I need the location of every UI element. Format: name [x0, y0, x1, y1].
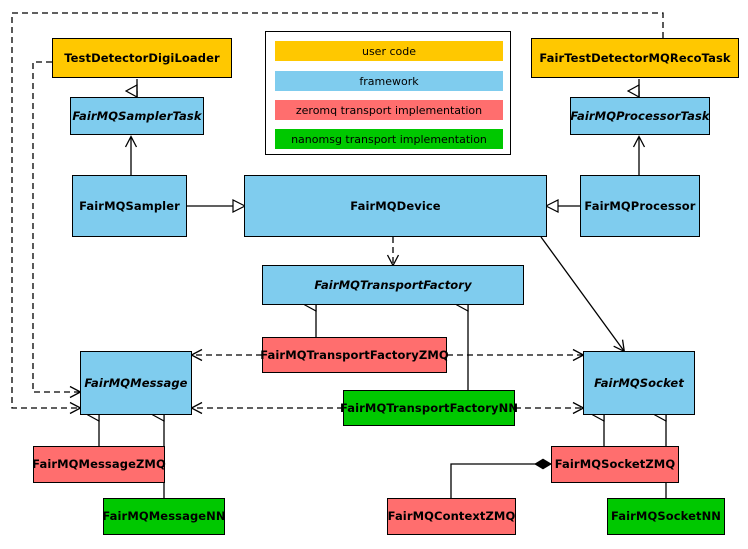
class-node-fairmqcontextzmq[interactable]: FairMQContextZMQ: [387, 498, 516, 535]
class-node-fairtestdetectormqrecotask[interactable]: FairTestDetectorMQRecoTask: [531, 38, 739, 78]
class-node-fairmqtransportfactory[interactable]: FairMQTransportFactory: [262, 265, 524, 305]
legend-item-framework: framework: [275, 71, 503, 91]
legend-item-nanomsg: nanomsg transport implementation: [275, 129, 503, 149]
class-node-fairmqsocket[interactable]: FairMQSocket: [583, 351, 695, 415]
class-node-label: FairMQSocket: [594, 375, 684, 390]
class-node-fairmqmessage[interactable]: FairMQMessage: [80, 351, 192, 415]
class-node-label: FairMQMessage: [84, 375, 188, 390]
class-node-label: FairMQProcessorTask: [570, 108, 710, 123]
legend-item-user-code: user code: [275, 41, 503, 61]
class-node-label: FairMQSocketZMQ: [554, 457, 676, 472]
class-node-fairmqtransportfactorynn[interactable]: FairMQTransportFactoryNN: [339, 390, 519, 426]
class-node-label: FairMQMessageNN: [102, 509, 226, 524]
class-node-fairmqprocessor[interactable]: FairMQProcessor: [580, 175, 700, 237]
class-node-testdetectordigiloader[interactable]: TestDetectorDigiLoader: [52, 38, 232, 78]
class-node-label: FairTestDetectorMQRecoTask: [539, 50, 731, 65]
class-node-label: FairMQProcessor: [584, 198, 696, 213]
class-node-fairmqmessagezmq[interactable]: FairMQMessageZMQ: [32, 446, 166, 483]
legend-label-zeromq: zeromq transport implementation: [295, 103, 483, 117]
legend-item-zeromq: zeromq transport implementation: [275, 100, 503, 120]
class-node-fairmqdevice[interactable]: FairMQDevice: [244, 175, 547, 237]
class-node-label: FairMQContextZMQ: [387, 509, 516, 524]
class-node-label: FairMQTransportFactoryNN: [339, 400, 519, 415]
class-node-label: FairMQSampler: [79, 198, 180, 213]
class-node-fairmqsocketnn[interactable]: FairMQSocketNN: [607, 498, 725, 535]
legend-label-user-code: user code: [361, 44, 417, 58]
class-node-label: FairMQMessageZMQ: [32, 457, 166, 472]
legend-label-nanomsg: nanomsg transport implementation: [291, 132, 487, 146]
class-node-fairmqsamplertask[interactable]: FairMQSamplerTask: [70, 97, 204, 135]
class-node-fairmqmessagenn[interactable]: FairMQMessageNN: [102, 498, 226, 535]
legend-panel: user code framework zeromq transport imp…: [265, 31, 511, 155]
class-node-fairmqtransportfactoryzmq[interactable]: FairMQTransportFactoryZMQ: [260, 337, 449, 373]
class-node-label: TestDetectorDigiLoader: [64, 50, 220, 65]
class-node-fairmqsampler[interactable]: FairMQSampler: [72, 175, 187, 237]
edge-device-to-socket: [540, 236, 626, 353]
class-node-label: FairMQTransportFactory: [314, 277, 472, 292]
class-node-label: FairMQTransportFactoryZMQ: [260, 347, 449, 362]
edge-contextzmq-to-socketzmq: [450, 458, 552, 498]
class-node-label: FairMQDevice: [350, 198, 441, 213]
class-node-label: FairMQSocketNN: [610, 509, 722, 524]
class-node-fairmqprocessortask[interactable]: FairMQProcessorTask: [570, 97, 710, 135]
class-node-fairmqsocketzmq[interactable]: FairMQSocketZMQ: [551, 446, 679, 483]
class-node-label: FairMQSamplerTask: [72, 108, 202, 123]
legend-label-framework: framework: [359, 74, 419, 88]
